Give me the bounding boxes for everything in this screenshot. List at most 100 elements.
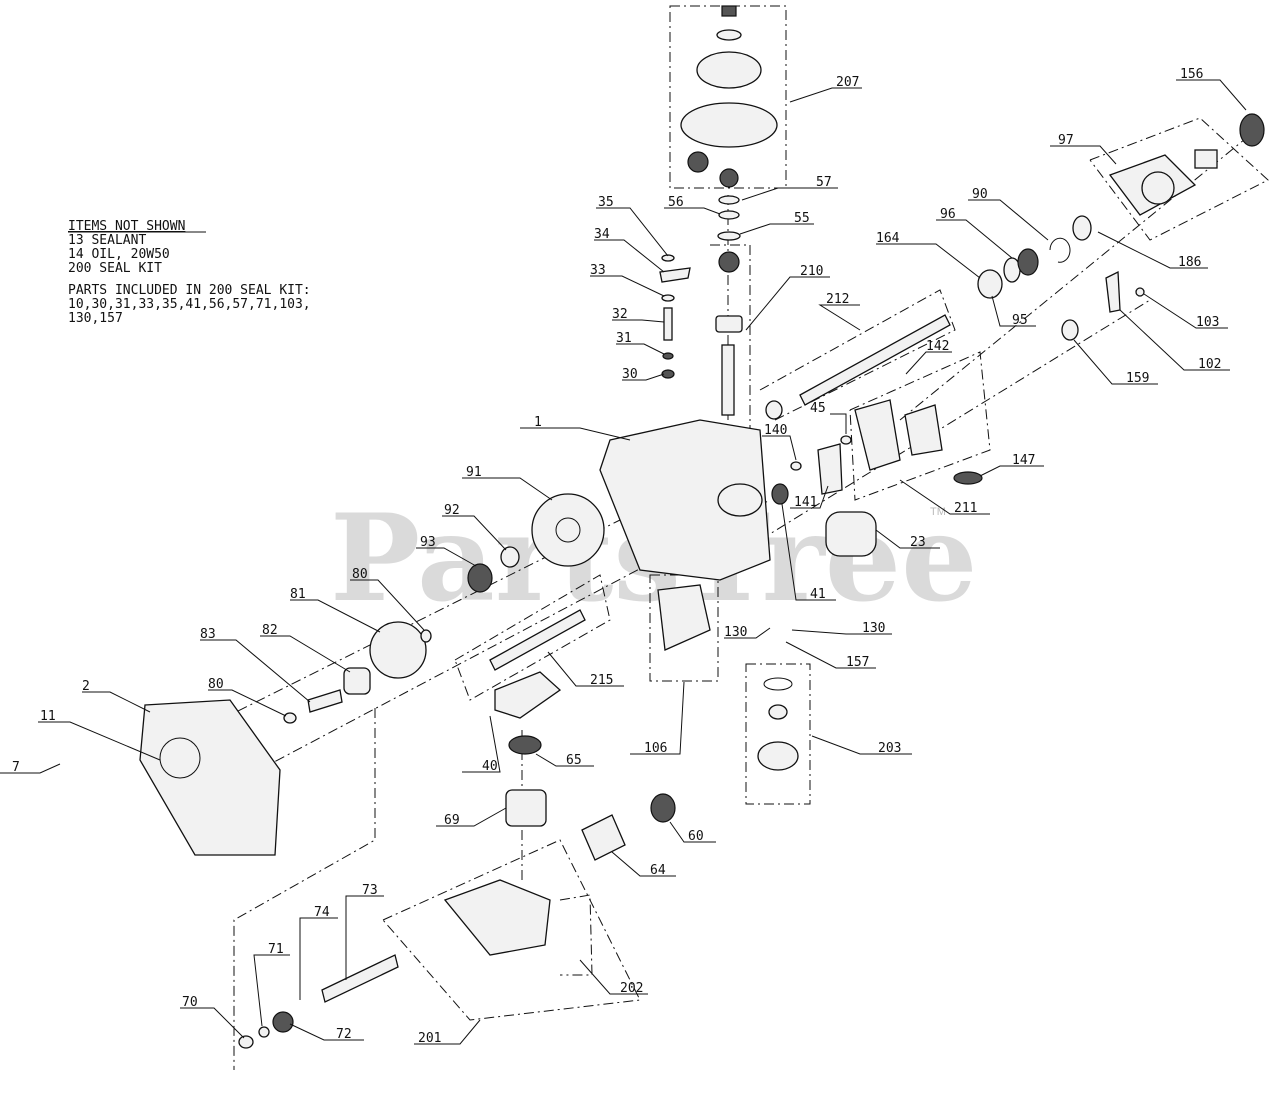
pulley-shape: [696, 51, 762, 89]
callout-label[interactable]: 130: [862, 621, 885, 636]
callout-label[interactable]: 70: [182, 995, 198, 1010]
callout-label[interactable]: 90: [972, 187, 988, 202]
shaft-shape: [489, 609, 586, 671]
leader-line: [791, 629, 892, 635]
callout-label[interactable]: 65: [566, 753, 582, 768]
callout-label[interactable]: 157: [846, 655, 869, 670]
leader-line: [579, 959, 648, 995]
ring-shape: [718, 210, 740, 220]
callout-label[interactable]: 142: [926, 339, 949, 354]
callout-label[interactable]: 147: [1012, 453, 1035, 468]
callout-label[interactable]: 83: [200, 627, 216, 642]
leader-line: [596, 207, 669, 257]
callout-label[interactable]: 81: [290, 587, 306, 602]
callout-label[interactable]: 93: [420, 535, 436, 550]
callout-label[interactable]: 97: [1058, 133, 1074, 148]
callout-label[interactable]: 202: [620, 981, 643, 996]
leader-line: [762, 435, 797, 461]
group-box-207: [669, 5, 787, 189]
callout-label[interactable]: 201: [418, 1031, 441, 1046]
gear-shape: [687, 151, 709, 173]
group-box-202: [559, 894, 593, 976]
callout-label[interactable]: 11: [40, 709, 56, 724]
axle-shape: [799, 314, 951, 406]
callout-label[interactable]: 1: [534, 415, 542, 430]
callout-label[interactable]: 164: [876, 231, 900, 246]
callout-label[interactable]: 30: [622, 367, 638, 382]
arm-shape: [817, 443, 843, 495]
leader-line: [414, 1019, 481, 1045]
callout-label[interactable]: 74: [314, 905, 330, 920]
callout-label[interactable]: 73: [362, 883, 378, 898]
callout-label[interactable]: 71: [268, 942, 284, 957]
callout-label[interactable]: 80: [208, 677, 224, 692]
notes-block: ITEMS NOT SHOWN 13 SEALANT 14 OIL, 20W50…: [68, 219, 311, 326]
leader-line: [436, 807, 507, 827]
callout-label[interactable]: 69: [444, 813, 460, 828]
callout-label[interactable]: 41: [810, 587, 826, 602]
leader-line: [590, 275, 665, 297]
group-box-201: [382, 839, 641, 1021]
gear-hub-shape: [555, 517, 581, 543]
callout-label[interactable]: 210: [800, 264, 823, 279]
callout-label[interactable]: 34: [594, 227, 610, 242]
callout-label[interactable]: 60: [688, 829, 704, 844]
callout-label[interactable]: 82: [262, 623, 278, 638]
ring-shape: [717, 231, 741, 241]
callout-label[interactable]: 140: [764, 423, 787, 438]
callout-label[interactable]: 141: [794, 495, 817, 510]
callout-label[interactable]: 91: [466, 465, 482, 480]
leader-lines: [0, 79, 1247, 1045]
callout-label[interactable]: 64: [650, 863, 666, 878]
watermark-tm: TM: [930, 506, 946, 518]
callout-label[interactable]: 106: [644, 741, 667, 756]
callout-label[interactable]: 7: [12, 760, 20, 775]
leader-line: [1097, 231, 1208, 269]
callout-label[interactable]: 45: [810, 401, 826, 416]
callout-label[interactable]: 23: [910, 535, 926, 550]
callout-label[interactable]: 96: [940, 207, 956, 222]
callout-label[interactable]: 2: [82, 679, 90, 694]
callout-label[interactable]: 57: [816, 175, 832, 190]
part-shapes: [139, 5, 1265, 1049]
axis-line: [899, 134, 1251, 421]
callout-label[interactable]: 102: [1198, 357, 1221, 372]
housing-shape: [599, 419, 771, 581]
callout-label[interactable]: 31: [616, 331, 632, 346]
leader-line: [1050, 145, 1117, 165]
callout-label[interactable]: 211: [954, 501, 977, 516]
spring-shape: [953, 471, 983, 485]
callout-label[interactable]: 33: [590, 263, 606, 278]
leader-line: [462, 477, 553, 501]
leader-line: [253, 954, 290, 1027]
callout-label[interactable]: 130: [724, 625, 747, 640]
callout-label[interactable]: 186: [1178, 255, 1201, 270]
callout-label[interactable]: 103: [1196, 315, 1219, 330]
callout-label[interactable]: 80: [352, 567, 368, 582]
leader-line: [612, 319, 665, 323]
leader-line: [611, 851, 676, 877]
leader-line: [724, 627, 771, 639]
callout-label[interactable]: 203: [878, 741, 901, 756]
pin-shape: [663, 307, 673, 341]
callout-label[interactable]: 92: [444, 503, 460, 518]
callout-label[interactable]: 40: [482, 759, 498, 774]
leader-line: [1119, 309, 1230, 371]
hub-center-shape: [1141, 171, 1175, 205]
callout-label[interactable]: 207: [836, 75, 859, 90]
fan-shape: [680, 102, 778, 148]
callout-label[interactable]: 32: [612, 307, 628, 322]
callout-label[interactable]: 156: [1180, 67, 1203, 82]
callout-label[interactable]: 35: [598, 195, 614, 210]
callout-label[interactable]: 215: [590, 673, 613, 688]
o-ring-shape: [763, 677, 793, 691]
callout-label[interactable]: 212: [826, 292, 849, 307]
snap-ring-shape: [1049, 237, 1071, 263]
callout-label[interactable]: 72: [336, 1027, 352, 1042]
callout-label[interactable]: 159: [1126, 371, 1149, 386]
callout-label[interactable]: 55: [794, 211, 810, 226]
leader-line: [622, 373, 665, 381]
callout-label[interactable]: 95: [1012, 313, 1028, 328]
callout-label[interactable]: 56: [668, 195, 684, 210]
